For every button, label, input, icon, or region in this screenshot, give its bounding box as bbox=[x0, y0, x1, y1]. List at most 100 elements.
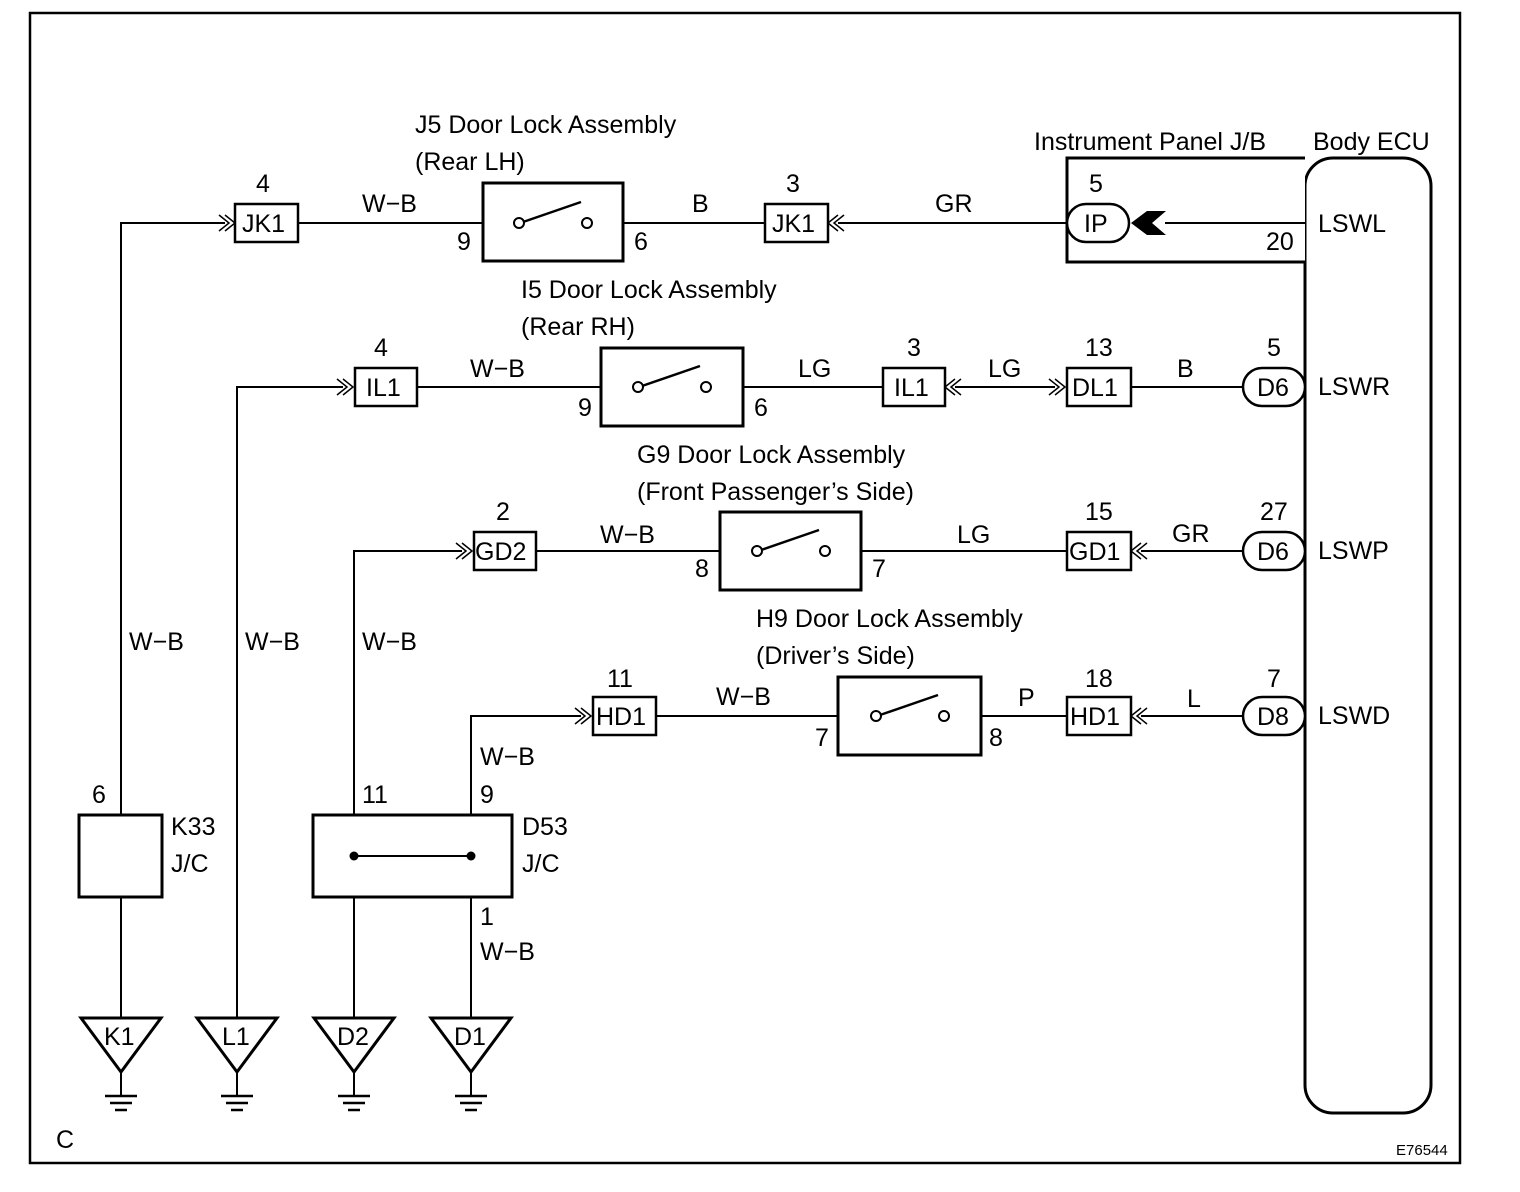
connector-il1-right-label: IL1 bbox=[894, 374, 929, 402]
wire-label: B bbox=[692, 190, 709, 218]
d53-pin-9: 9 bbox=[480, 781, 494, 809]
connector-il1-right bbox=[881, 366, 947, 408]
ecu-terminal-lswr: LSWR bbox=[1318, 373, 1390, 401]
wire-label: LG bbox=[957, 521, 990, 549]
wire-label: W−B bbox=[480, 938, 535, 966]
j5-pin-out: 6 bbox=[634, 228, 648, 256]
h9-subtitle: (Driver’s Side) bbox=[756, 642, 915, 670]
wire-label: W−B bbox=[245, 628, 300, 656]
g9-door-lock-switch bbox=[718, 510, 863, 592]
connector-hd1-left-label: HD1 bbox=[596, 703, 646, 731]
d53-pin-1: 1 bbox=[480, 903, 494, 931]
ground-l1-icon: L1 bbox=[195, 1016, 279, 1112]
ground-k1-label: K1 bbox=[104, 1023, 135, 1051]
wire-label: W−B bbox=[129, 628, 184, 656]
i5-door-lock-switch bbox=[599, 346, 745, 428]
connector-jk1-right-pin: 3 bbox=[786, 170, 800, 198]
g9-pin-in: 8 bbox=[695, 555, 709, 583]
j5-pin-in: 9 bbox=[457, 228, 471, 256]
connector-d6-p bbox=[1241, 530, 1307, 572]
diagram-letter: C bbox=[56, 1126, 74, 1154]
ground-d2-icon: D2 bbox=[312, 1016, 396, 1112]
i5-title: I5 Door Lock Assembly bbox=[521, 276, 777, 304]
ecu-terminal-lswp: LSWP bbox=[1318, 537, 1389, 565]
d53-name: D53 bbox=[522, 813, 568, 841]
ip-jb-pin: 5 bbox=[1089, 170, 1103, 198]
connector-d6-r bbox=[1241, 366, 1307, 408]
h9-title: H9 Door Lock Assembly bbox=[756, 605, 1023, 633]
ground-d2-label: D2 bbox=[337, 1023, 369, 1051]
h9-door-lock-switch bbox=[836, 675, 983, 757]
k33-type: J/C bbox=[171, 850, 209, 878]
j5-subtitle: (Rear LH) bbox=[415, 148, 525, 176]
k33-pin: 6 bbox=[92, 781, 106, 809]
wire-label: GR bbox=[935, 190, 973, 218]
connector-gd2-label: GD2 bbox=[475, 538, 526, 566]
connector-dl1-pin: 13 bbox=[1085, 334, 1113, 362]
connector-hd1-right-pin: 18 bbox=[1085, 665, 1113, 693]
wire-label: LG bbox=[988, 355, 1021, 383]
connector-hd1-left bbox=[591, 695, 658, 737]
d53-type: J/C bbox=[522, 850, 560, 878]
connector-d8-label: D8 bbox=[1257, 703, 1289, 731]
connector-gd1-pin: 15 bbox=[1085, 498, 1113, 526]
wire-label: L bbox=[1187, 685, 1201, 713]
ip-jb-title: Instrument Panel J/B bbox=[1034, 128, 1266, 156]
j5-title: J5 Door Lock Assembly bbox=[415, 111, 677, 139]
k33-junction-connector bbox=[77, 813, 164, 899]
ground-l1-label: L1 bbox=[222, 1023, 250, 1051]
j5-door-lock-switch bbox=[481, 181, 625, 263]
connector-jk1-left-pin: 4 bbox=[256, 170, 270, 198]
wire-label: W−B bbox=[600, 521, 655, 549]
ecu-terminal-lswl: LSWL bbox=[1318, 210, 1386, 238]
connector-jk1-right-label: JK1 bbox=[772, 210, 815, 238]
connector-jk1-right bbox=[763, 202, 830, 244]
connector-d8 bbox=[1241, 695, 1307, 737]
wire-label: W−B bbox=[716, 683, 771, 711]
i5-pin-out: 6 bbox=[754, 394, 768, 422]
connector-d6-r-pin: 5 bbox=[1267, 334, 1281, 362]
diagram-frame bbox=[28, 11, 1462, 1165]
connector-il1-left-pin: 4 bbox=[374, 334, 388, 362]
g9-subtitle: (Front Passenger’s Side) bbox=[637, 478, 914, 506]
connector-gd1-label: GD1 bbox=[1069, 538, 1120, 566]
h9-pin-out: 8 bbox=[989, 724, 1003, 752]
connector-gd2-pin: 2 bbox=[496, 498, 510, 526]
wire-label: W−B bbox=[470, 355, 525, 383]
connector-jk1-left-label: JK1 bbox=[242, 210, 285, 238]
g9-pin-out: 7 bbox=[872, 555, 886, 583]
g9-title: G9 Door Lock Assembly bbox=[637, 441, 906, 469]
figure-code: E76544 bbox=[1396, 1142, 1448, 1159]
connector-il1-right-pin: 3 bbox=[907, 334, 921, 362]
wire-label: P bbox=[1018, 684, 1035, 712]
connector-d6-p-pin: 27 bbox=[1260, 498, 1288, 526]
ip-connector-label: IP bbox=[1084, 210, 1108, 238]
wire-label: W−B bbox=[480, 743, 535, 771]
connector-hd1-left-pin: 11 bbox=[607, 665, 633, 693]
connector-il1-left-label: IL1 bbox=[366, 374, 401, 402]
k33-name: K33 bbox=[171, 813, 215, 841]
connector-hd1-right bbox=[1065, 695, 1133, 737]
connector-d8-pin: 7 bbox=[1267, 665, 1281, 693]
ground-d1-label: D1 bbox=[454, 1023, 486, 1051]
h9-pin-in: 7 bbox=[815, 724, 829, 752]
ip-arrow-icon bbox=[1131, 211, 1166, 235]
d53-pin-11: 11 bbox=[362, 781, 388, 809]
body-ecu-title: Body ECU bbox=[1313, 128, 1430, 156]
body-ecu-block bbox=[1303, 156, 1433, 1115]
connector-jk1-left bbox=[233, 202, 300, 244]
ground-d1-icon: D1 bbox=[429, 1016, 513, 1112]
ip-jb-block bbox=[1065, 156, 1305, 264]
wire-label: W−B bbox=[362, 190, 417, 218]
wire-label: W−B bbox=[362, 628, 417, 656]
connector-gd1 bbox=[1065, 530, 1133, 572]
connector-d6-p-label: D6 bbox=[1257, 538, 1289, 566]
i5-subtitle: (Rear RH) bbox=[521, 313, 635, 341]
connector-dl1-label: DL1 bbox=[1072, 374, 1118, 402]
wire-label: GR bbox=[1172, 520, 1210, 548]
wire-label: B bbox=[1177, 355, 1194, 383]
ecu-terminal-lswd: LSWD bbox=[1318, 702, 1390, 730]
ip-jb-ecu-pin: 20 bbox=[1266, 228, 1294, 256]
wire-label: LG bbox=[798, 355, 831, 383]
